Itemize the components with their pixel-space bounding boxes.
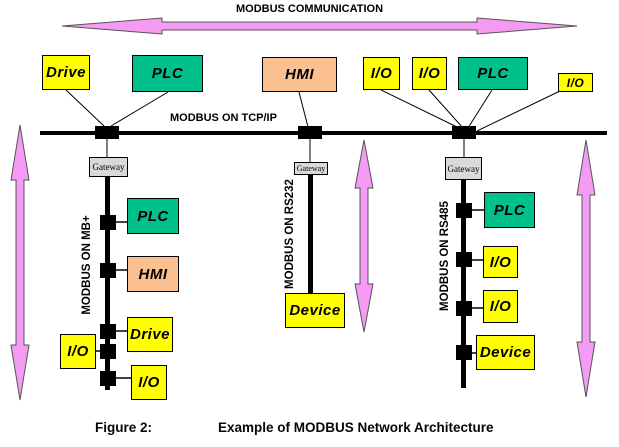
- device-box-io: I/O: [483, 246, 518, 278]
- device-box-hmi: HMI: [262, 57, 337, 92]
- main-bus-label: MODBUS ON TCP/IP: [170, 112, 277, 124]
- branch-bus-label-rs485: MODBUS ON RS485: [439, 201, 451, 311]
- device-box-io: I/O: [412, 57, 447, 90]
- device-label: PLC: [151, 65, 184, 82]
- branch-bus-rs232: [308, 175, 313, 293]
- branch-node: [100, 263, 116, 278]
- branch-bus-label-mbplus: MODBUS ON MB+: [81, 215, 93, 315]
- device-box-io: I/O: [60, 334, 96, 369]
- device-label: PLC: [137, 207, 169, 225]
- drop-line: [476, 90, 561, 132]
- device-box-io: I/O: [131, 365, 167, 400]
- device-box-device: Device: [476, 335, 535, 370]
- device-box-io: I/O: [558, 73, 593, 92]
- device-box-drive: Drive: [127, 317, 173, 352]
- device-box-hmi: HMI: [127, 256, 179, 292]
- device-box-io: I/O: [363, 57, 400, 90]
- branch-node: [100, 371, 116, 386]
- gateway-label: Gateway: [447, 163, 480, 174]
- gateway-label: Gateway: [296, 164, 326, 173]
- drop-line: [380, 89, 460, 129]
- middle-vertical-arrow: [354, 139, 374, 333]
- device-label: I/O: [489, 298, 512, 315]
- drop-line: [65, 89, 105, 127]
- branch-node: [456, 252, 472, 267]
- device-label: Drive: [45, 64, 87, 81]
- gateway-box-right: Gateway: [445, 157, 482, 180]
- device-label: I/O: [418, 65, 441, 82]
- device-box-drive: Drive: [42, 55, 90, 90]
- figure-caption-text: Example of MODBUS Network Architecture: [218, 420, 494, 435]
- bus-tap-middle: [298, 126, 322, 139]
- device-label: PLC: [477, 65, 509, 82]
- branch-node: [456, 345, 472, 360]
- device-box-plc: PLC: [484, 192, 535, 228]
- device-box-plc: PLC: [458, 57, 528, 90]
- branch-bus-rs485: [461, 180, 466, 388]
- branch-node: [456, 301, 472, 316]
- device-label: PLC: [493, 201, 526, 219]
- branch-node: [456, 203, 472, 218]
- device-label: I/O: [138, 374, 160, 391]
- gateway-box-left: Gateway: [89, 157, 128, 177]
- device-label: I/O: [489, 253, 512, 271]
- branch-node: [100, 324, 116, 339]
- branch-bus-label-rs232: MODBUS ON RS232: [284, 179, 296, 289]
- left-vertical-arrow: [10, 124, 30, 401]
- device-label: I/O: [566, 75, 585, 90]
- drop-line: [428, 89, 464, 129]
- device-label: HMI: [138, 265, 168, 283]
- drop-line: [467, 89, 493, 129]
- device-label: Device: [479, 344, 532, 361]
- device-label: Drive: [129, 326, 171, 343]
- diagram-title: MODBUS COMMUNICATION: [235, 3, 384, 15]
- device-box-plc: PLC: [127, 198, 179, 234]
- device-label: I/O: [370, 65, 393, 82]
- gateway-box-middle: Gateway: [294, 162, 328, 175]
- drop-line: [298, 91, 309, 128]
- device-label: I/O: [67, 343, 89, 360]
- bus-tap-left: [95, 126, 119, 139]
- branch-bus-mbplus: [105, 177, 110, 390]
- gateway-label: Gateway: [92, 162, 125, 172]
- bus-tap-right: [452, 126, 476, 139]
- modbus-communication-arrow: [61, 17, 578, 35]
- main-bus-line: [40, 131, 607, 135]
- device-label: Device: [289, 302, 341, 319]
- device-label: HMI: [285, 66, 314, 83]
- right-vertical-arrow: [576, 139, 596, 398]
- device-box-io: I/O: [483, 290, 518, 323]
- branch-node: [100, 344, 116, 359]
- branch-node: [100, 215, 116, 230]
- figure-caption-number: Figure 2:: [95, 420, 153, 435]
- device-box-plc: PLC: [132, 55, 203, 92]
- device-box-device: Device: [285, 293, 345, 328]
- drop-line: [110, 91, 169, 127]
